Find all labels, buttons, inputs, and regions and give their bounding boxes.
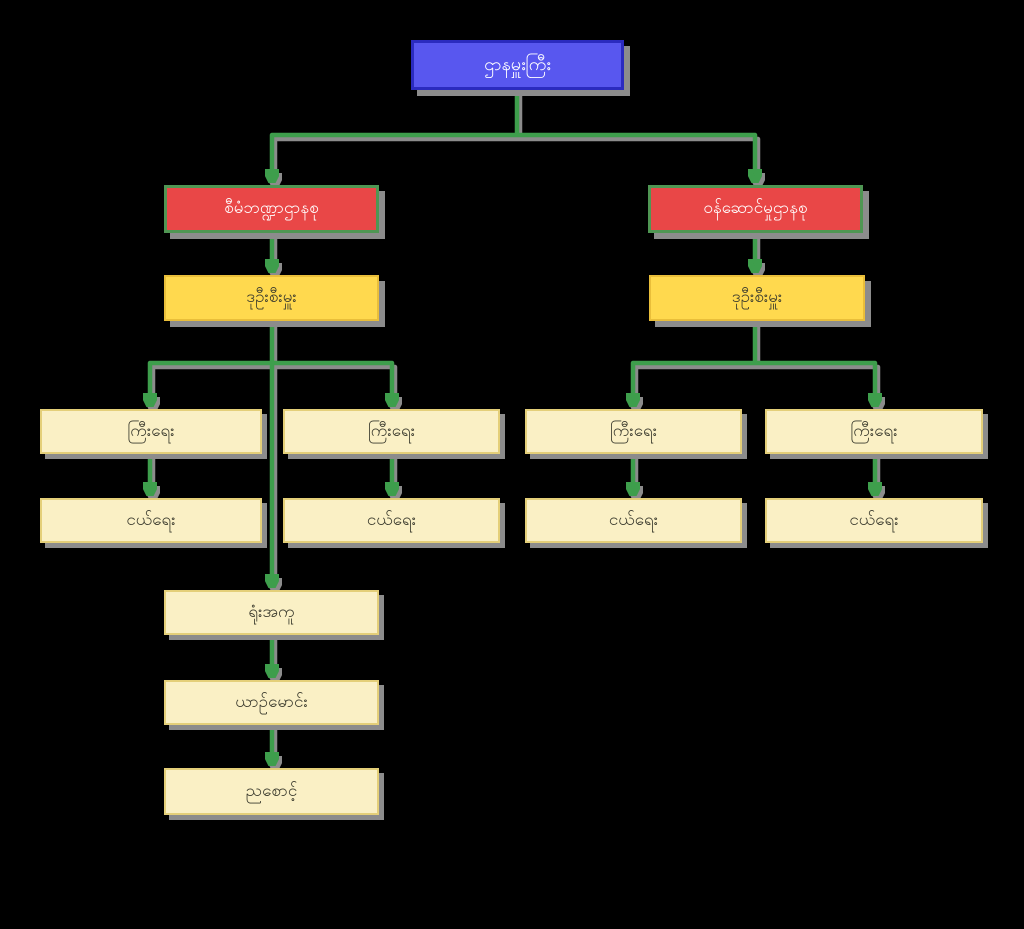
node-senior-clerk-1: ကြီးရေး <box>40 409 262 454</box>
connector-deputy-right-to-clerk-3 <box>633 360 755 405</box>
node-department-head: ဌာနမှူးကြီး <box>411 40 624 90</box>
node-office-helper: ရုံးအကူ <box>164 590 379 635</box>
node-junior-clerk-1: ငယ်ရေး <box>40 498 262 543</box>
node-senior-clerk-4: ကြီးရေး <box>765 409 983 454</box>
node-junior-clerk-3: ငယ်ရေး <box>525 498 742 543</box>
node-junior-clerk-2: ငယ်ရေး <box>283 498 500 543</box>
connector-deputy-left-to-clerk-1 <box>150 360 272 405</box>
node-senior-clerk-2: ကြီးရေး <box>283 409 500 454</box>
node-deputy-officer-right: ဒုဦးစီးမှူး <box>649 275 865 321</box>
connector-root-to-dept-right <box>517 132 755 181</box>
node-service-dept: ဝန်ဆောင်မှုဌာနစု <box>648 185 863 233</box>
node-night-watchman: ညစောင့် <box>164 768 379 815</box>
node-senior-clerk-3: ကြီးရေး <box>525 409 742 454</box>
node-junior-clerk-4: ငယ်ရေး <box>765 498 983 543</box>
connector-deputy-left-to-clerk-2 <box>272 360 392 405</box>
node-deputy-officer-left: ဒုဦးစီးမှူး <box>164 275 379 321</box>
connector-root-to-dept-left <box>272 132 517 181</box>
node-driver: ယာဉ်မောင်း <box>164 680 379 725</box>
connector-deputy-right-to-clerk-4 <box>755 360 875 405</box>
node-admin-finance-dept: စီမံဘဏ္ဍာဌာနစု <box>164 185 379 233</box>
